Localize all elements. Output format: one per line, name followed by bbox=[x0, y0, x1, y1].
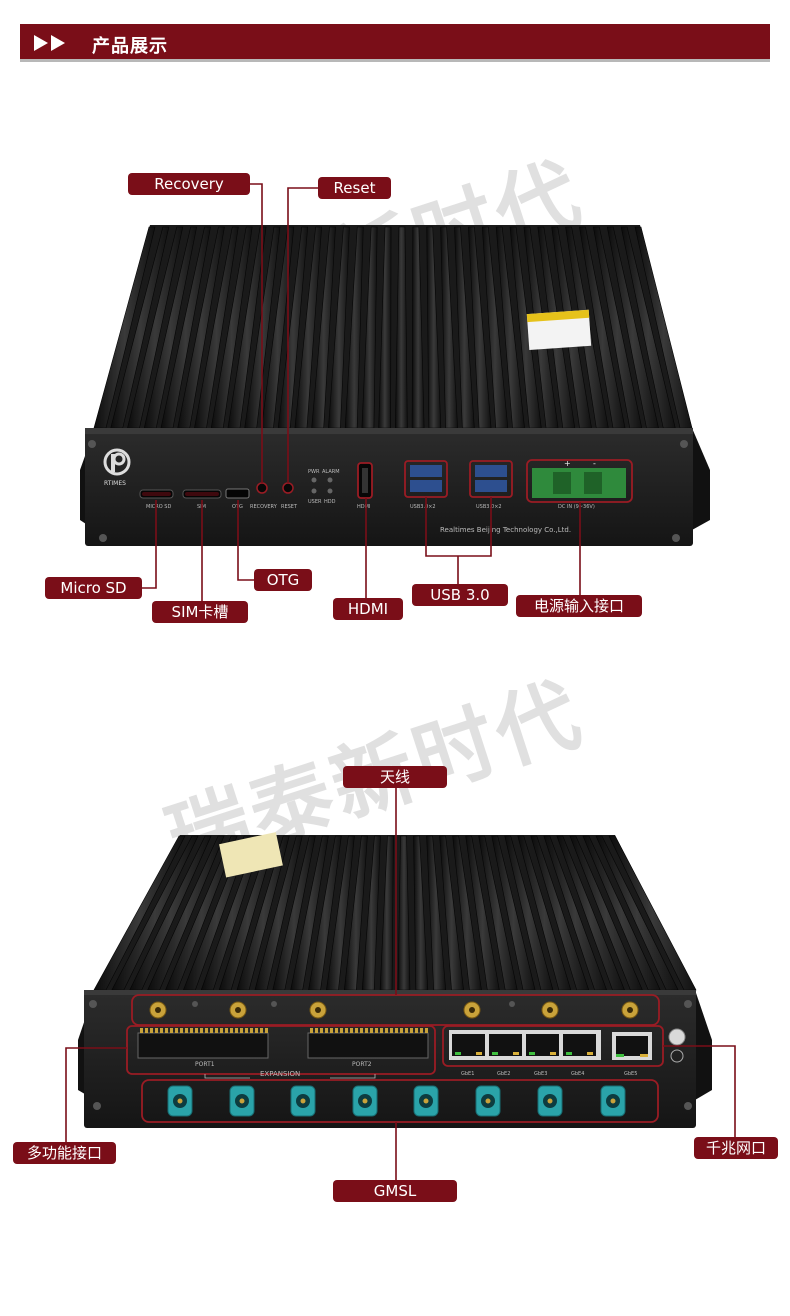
gbe4-label: GbE4 bbox=[571, 1071, 584, 1077]
recovery-callout: Recovery bbox=[128, 173, 250, 195]
expansion-label: EXPANSION bbox=[260, 1070, 300, 1078]
gbe2-label: GbE2 bbox=[497, 1071, 510, 1077]
user-led-label: USER bbox=[308, 499, 322, 505]
micro-sd-callout: Micro SD bbox=[45, 577, 142, 599]
reset-panel-label: RESET bbox=[281, 504, 298, 510]
section-title: 产品展示 bbox=[92, 36, 168, 57]
reset-callout: Reset bbox=[318, 177, 391, 199]
hdd-led-label: HDD bbox=[324, 499, 336, 505]
sim-slot-callout: SIM卡槽 bbox=[152, 601, 248, 623]
recovery-panel-label: RECOVERY bbox=[250, 504, 278, 510]
usb1-panel-label: USB3.0×2 bbox=[410, 504, 436, 510]
usb2-panel-label: USB3.0×2 bbox=[476, 504, 502, 510]
minus-label: - bbox=[593, 459, 596, 468]
antenna-callout: 天线 bbox=[343, 766, 447, 788]
pwr-led-label: PWR bbox=[308, 469, 320, 475]
company-label: Realtimes Beijing Technology Co.,Ltd. bbox=[440, 526, 571, 534]
rtimes-logo-icon bbox=[103, 448, 131, 476]
gbe3-label: GbE3 bbox=[534, 1071, 547, 1077]
hdmi-callout: HDMI bbox=[333, 598, 403, 620]
power-panel-label: DC IN (9~36V) bbox=[558, 504, 595, 510]
double-arrow-icon bbox=[34, 35, 65, 51]
power-input-callout: 电源输入接口 bbox=[516, 595, 642, 617]
port1-label: PORT1 bbox=[195, 1061, 215, 1068]
usb-callout: USB 3.0 bbox=[412, 584, 508, 606]
gigabit-ethernet-callout: 千兆网口 bbox=[694, 1137, 778, 1159]
otg-callout: OTG bbox=[254, 569, 312, 591]
brand-label: RTIMES bbox=[104, 480, 126, 487]
plus-label: + bbox=[564, 459, 571, 468]
port2-label: PORT2 bbox=[352, 1061, 372, 1068]
section-header: 产品展示 bbox=[20, 24, 770, 62]
gmsl-callout: GMSL bbox=[333, 1180, 457, 1202]
back-device bbox=[78, 832, 712, 1128]
multifunction-callout: 多功能接口 bbox=[13, 1142, 116, 1164]
gbe5-label: GbE5 bbox=[624, 1071, 637, 1077]
alarm-led-label: ALARM bbox=[322, 469, 340, 475]
front-device bbox=[80, 225, 710, 546]
hdmi-panel-label: HDMI bbox=[357, 504, 370, 510]
micro-sd-panel-label: MICRO SD bbox=[146, 504, 171, 510]
gbe1-label: GbE1 bbox=[461, 1071, 474, 1077]
